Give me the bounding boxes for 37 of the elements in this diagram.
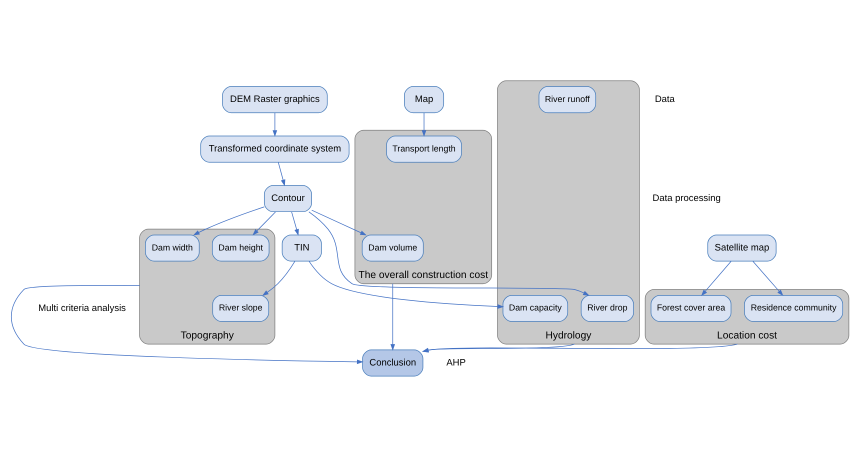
node-box: Dam width bbox=[145, 234, 200, 261]
arrow bbox=[252, 211, 276, 235]
arrow bbox=[422, 343, 738, 352]
node-box: Dam volume bbox=[362, 234, 424, 261]
arrow bbox=[291, 211, 299, 236]
node-box: Dam height bbox=[212, 234, 270, 261]
arrow bbox=[422, 343, 575, 352]
label: Data processing bbox=[652, 192, 721, 204]
node-box: Conclusion bbox=[362, 349, 424, 376]
arrow bbox=[701, 260, 732, 296]
node-box: Satellite map bbox=[707, 234, 776, 261]
arrow bbox=[272, 112, 278, 136]
arrow bbox=[308, 260, 504, 308]
arrow bbox=[193, 206, 265, 235]
arrow bbox=[262, 260, 296, 296]
node-box: Map bbox=[404, 86, 444, 113]
node-box: Forest cover area bbox=[650, 294, 732, 322]
node-box: DEM Raster graphics bbox=[222, 86, 328, 113]
arrow bbox=[390, 282, 396, 350]
node-box: TIN bbox=[282, 234, 322, 261]
node-box: River drop bbox=[580, 294, 634, 322]
label: AHP bbox=[446, 356, 466, 368]
arrow bbox=[752, 260, 784, 296]
arrow bbox=[10, 284, 364, 364]
arrow bbox=[311, 209, 367, 235]
arrow bbox=[308, 210, 590, 296]
label: Data bbox=[654, 94, 675, 105]
node-box: Dam capacity bbox=[502, 294, 568, 322]
node-box: Transformed coordinate system bbox=[200, 135, 350, 162]
node-box: River runoff bbox=[538, 86, 596, 113]
node-box: Residence community bbox=[744, 294, 844, 322]
arrow bbox=[422, 112, 426, 136]
node-box: River slope bbox=[212, 294, 270, 322]
arrow bbox=[278, 162, 286, 186]
node-box: Contour bbox=[264, 184, 312, 212]
node-box: Transport length bbox=[386, 135, 462, 162]
label: Multi criteria analysis bbox=[38, 302, 126, 314]
